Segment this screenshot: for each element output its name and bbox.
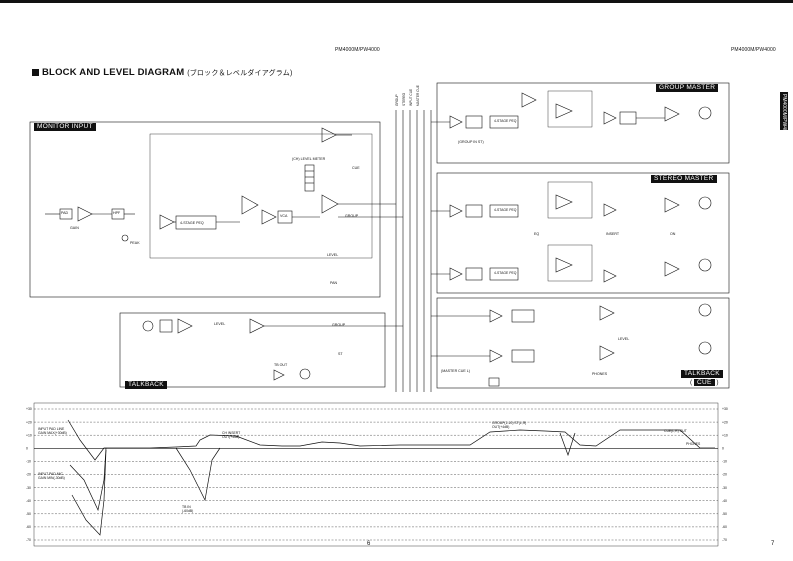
level-tick-right: -60 [722,525,727,529]
level-trace-tb [175,447,221,502]
note-input-mic: INPUT PAD MIC GAIN MIN(-30dB) [38,472,65,480]
note-tb-in: TB IN (-60dB) [182,505,194,513]
level-trace-dip [559,432,576,457]
level-tick-right: -70 [722,538,727,542]
level-tick-left: -70 [26,538,31,542]
level-trace-mic [71,449,107,536]
pad-label: PAD [61,211,69,215]
title-japanese: (ブロック＆レベルダイアグラム) [187,70,293,77]
level-tick-left: -60 [26,525,31,529]
level-meter-label: (CH) LEVEL METER [292,157,326,161]
level-tick-left: -20 [26,473,31,477]
vca-label: VCA [280,214,288,218]
level-tick-right: -30 [722,486,727,490]
cue-label-monitor: CUE [352,166,360,170]
st-label-tb: ST [338,352,343,356]
section-cue: CUE [693,379,715,386]
section-stereo-master: STEREO MASTER [651,175,717,183]
peq-label-group: 4-STAGE PEQ [494,119,517,123]
level-tick-left: -30 [26,486,31,490]
section-talkback-cue: TALKBACK [681,370,723,378]
title-bullet [32,68,39,76]
level-tick-right: -10 [722,460,727,464]
cue-bracket: ( CUE ) [690,379,719,386]
on-label: ON [670,232,676,236]
bus-label-stereo: STEREO [402,92,406,106]
group-master-frame [436,82,730,164]
peq-label-monitor: 4-STAGE PEQ [180,221,204,225]
bus-label-group: GROUP [395,94,399,106]
cue-frame [436,297,730,389]
header-model-right: PM4000M/PW4000 [731,47,776,53]
note-phones: PHONES [686,442,701,446]
group-label: GROUP [345,214,359,218]
level-tick-right: +30 [722,407,728,411]
peq-label-st-r: 4-STAGE PEQ [494,271,517,275]
level-tick-left: 0 [26,447,28,451]
note-group-out: GROUP(1-10) ST(L,R) OUT(+4dB) [492,421,527,429]
level-tick-left: -40 [26,499,31,503]
level-tick-right: -50 [722,512,727,516]
pan-label: PAN [330,281,338,285]
note-input-line: INPUT PAD LINE GAIN MAX(+30dB) [38,427,67,435]
bus-label-master-cue: MASTER CUE [416,85,420,106]
peak-label: PEAK [130,241,140,245]
peq-label-st-l: 4-STAGE PEQ [494,208,517,212]
page-number-right: 7 [771,541,775,547]
level-tick-left: +10 [26,433,32,437]
level-tick-right: -40 [722,499,727,503]
phones-label: PHONES [592,372,608,376]
insert-label: INSERT [606,232,620,236]
eq-label: EQ [534,232,540,236]
note-ch-insert: CH INSERT OUT(+4dB) [222,431,241,439]
talkback-frame [119,312,386,388]
level-tick-right: +10 [722,433,728,437]
group-label-tb: GROUP [332,323,346,327]
section-monitor-input: MONITOR INPUT [34,123,96,131]
header-model-center: PM4000M/PW4000 [335,47,380,53]
note-cue-out: CUE(L,R) OUT [664,429,687,433]
gain-label: GAIN [70,226,79,230]
level-trace-main [67,419,715,461]
tb-out-label: TB OUT [274,363,288,367]
group-to-st-label: (GROUP IN ST) [458,140,484,144]
side-tab: PM4000M/PW4000 [780,92,788,138]
stereo-master-frame [436,172,730,294]
level-tick-right: -20 [722,473,727,477]
monitor-input-frame [29,121,381,298]
level-trace-line [69,447,107,512]
level-tick-left: +20 [26,420,32,424]
hpf-label: HPF [113,211,121,215]
title-main: BLOCK AND LEVEL DIAGRAM [42,67,185,78]
page-title: BLOCK AND LEVEL DIAGRAM (ブロック＆レベルダイアグラム) [32,67,293,78]
level-tick-right: 0 [722,447,724,451]
master-cue-label: (MASTER CUE L) [441,369,470,373]
level-tick-right: +20 [722,420,728,424]
top-rule [0,0,793,3]
section-group-master: GROUP MASTER [656,84,719,92]
level-tick-left: -10 [26,460,31,464]
section-talkback: TALKBACK [125,381,167,389]
level-label: LEVEL [327,253,339,257]
page-number-left: 6 [367,541,371,547]
level-tick-left: -50 [26,512,31,516]
level-label-cue: LEVEL [618,337,630,341]
level-label-tb: LEVEL [214,322,226,326]
bus-label-input-cue: INPUT CUE [409,89,413,106]
level-tick-left: +30 [26,407,32,411]
